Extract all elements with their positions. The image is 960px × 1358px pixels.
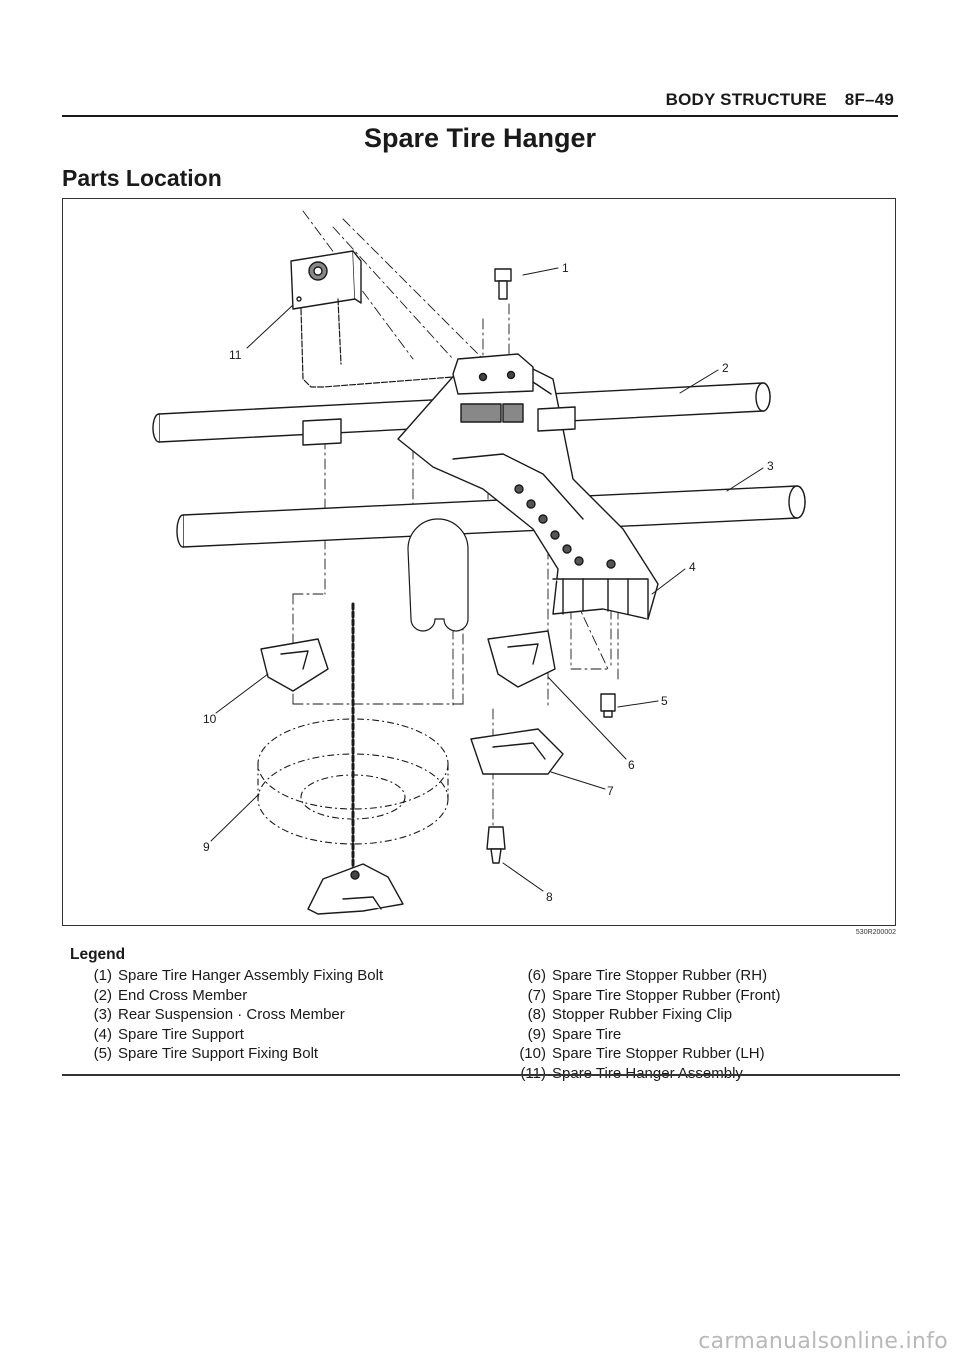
legend-item-number: (8) [527,1006,546,1023]
figure-code: 530R200002 [855,929,896,936]
spare-tire [257,718,449,845]
legend-item-number: (10) [519,1045,546,1062]
legend-column-left: (1) Spare Tire Hanger Assembly Fixing Bol… [62,966,383,1064]
legend-item-label: Spare Tire [552,1025,622,1043]
tire-well-outline [407,518,469,632]
legend-item-label: Rear Suspension · Cross Member [118,1006,345,1023]
legend-item-number: (6) [527,967,546,984]
legend-column-right: (6) Spare Tire Stopper Rubber (RH) (7) Spa… [494,966,780,1083]
header-section: BODY STRUCTURE [665,90,827,109]
legend-item-number: (2) [93,986,112,1004]
callout-4: 4 [689,560,696,574]
stopper-rubber-lh [260,638,329,692]
spare-tire-hanger-assembly [290,250,362,310]
legend-item: (4) Spare Tire Support [62,1025,383,1045]
legend-item: (2) End Cross Member [62,986,383,1006]
legend-item: (9) Spare Tire [494,1025,780,1045]
legend-item-label: Spare Tire Hanger Assembly Fixing Bolt [118,967,384,984]
parts-location-figure: 1 2 3 4 5 6 7 8 9 10 11 [62,198,896,926]
footer-rule [62,1074,900,1076]
legend-item-number: (1) [93,967,112,984]
legend-item-number: (9) [527,1025,546,1043]
running-header: BODY STRUCTURE 8F–49 [666,90,894,110]
callout-8: 8 [546,890,553,904]
legend-heading: Legend [70,946,126,963]
stopper-rubber-front [470,728,564,775]
hanger-fixing-bolt [494,268,512,300]
legend-item-label: Spare Tire Support [118,1025,244,1043]
legend-item-label: Spare Tire Stopper Rubber (LH) [552,1045,765,1062]
hanger-plate [307,863,404,915]
callout-9: 9 [203,840,210,854]
callout-7: 7 [607,784,614,798]
rear-suspension-cross-member [176,485,806,548]
legend-item-number: (7) [527,986,546,1004]
legend-item-label: End Cross Member [118,986,248,1004]
header-page-number: 8F–49 [844,90,894,109]
parts-diagram: 1 2 3 4 5 6 7 8 9 10 11 [152,210,806,915]
legend-item: (8) Stopper Rubber Fixing Clip [494,1005,780,1025]
stopper-fixing-clip [486,826,506,864]
legend-item-number: (4) [93,1025,112,1043]
callout-11: 11 [229,348,242,362]
legend-item-number: (3) [93,1006,112,1023]
section-title: Parts Location [62,165,222,191]
stopper-rubber-rh [487,630,556,688]
spare-tire-support [397,368,659,620]
legend-item-label: Stopper Rubber Fixing Clip [552,1006,733,1023]
callout-3: 3 [767,459,774,473]
support-fixing-bolt [600,693,616,718]
leader-lines [210,267,764,892]
legend-item: (11) Spare Tire Hanger Assembly [494,1064,780,1084]
legend-item-label: Spare Tire Hanger Assembly [552,1064,743,1082]
header-rule [62,115,898,117]
legend-item: (6) Spare Tire Stopper Rubber (RH) [494,966,780,986]
callout-1: 1 [562,261,569,275]
cross-member-clamps [302,406,576,446]
legend-item: (1) Spare Tire Hanger Assembly Fixing Bol… [62,966,383,986]
support-mount-block [452,353,534,395]
callout-5: 5 [661,694,668,708]
legend-item-label: Spare Tire Stopper Rubber (Front) [552,986,781,1004]
legend-item-label: Spare Tire Stopper Rubber (RH) [552,967,768,984]
legend-item: (7) Spare Tire Stopper Rubber (Front) [494,986,781,1006]
callout-10: 10 [203,712,217,726]
watermark: carmanualsonline.info [698,1329,948,1354]
legend-item: (3) Rear Suspension · Cross Member [62,1005,383,1025]
callout-6: 6 [628,758,635,772]
hanger-chain [300,298,454,901]
legend-item: (5) Spare Tire Support Fixing Bolt [62,1044,383,1064]
legend-item-number: (11) [520,1064,546,1082]
legend-item-number: (5) [93,1045,112,1062]
legend-item: (10) Spare Tire Stopper Rubber (LH) [494,1044,780,1064]
legend-item-label: Spare Tire Support Fixing Bolt [118,1045,319,1062]
page-title: Spare Tire Hanger [363,123,597,153]
callout-2: 2 [722,361,729,375]
